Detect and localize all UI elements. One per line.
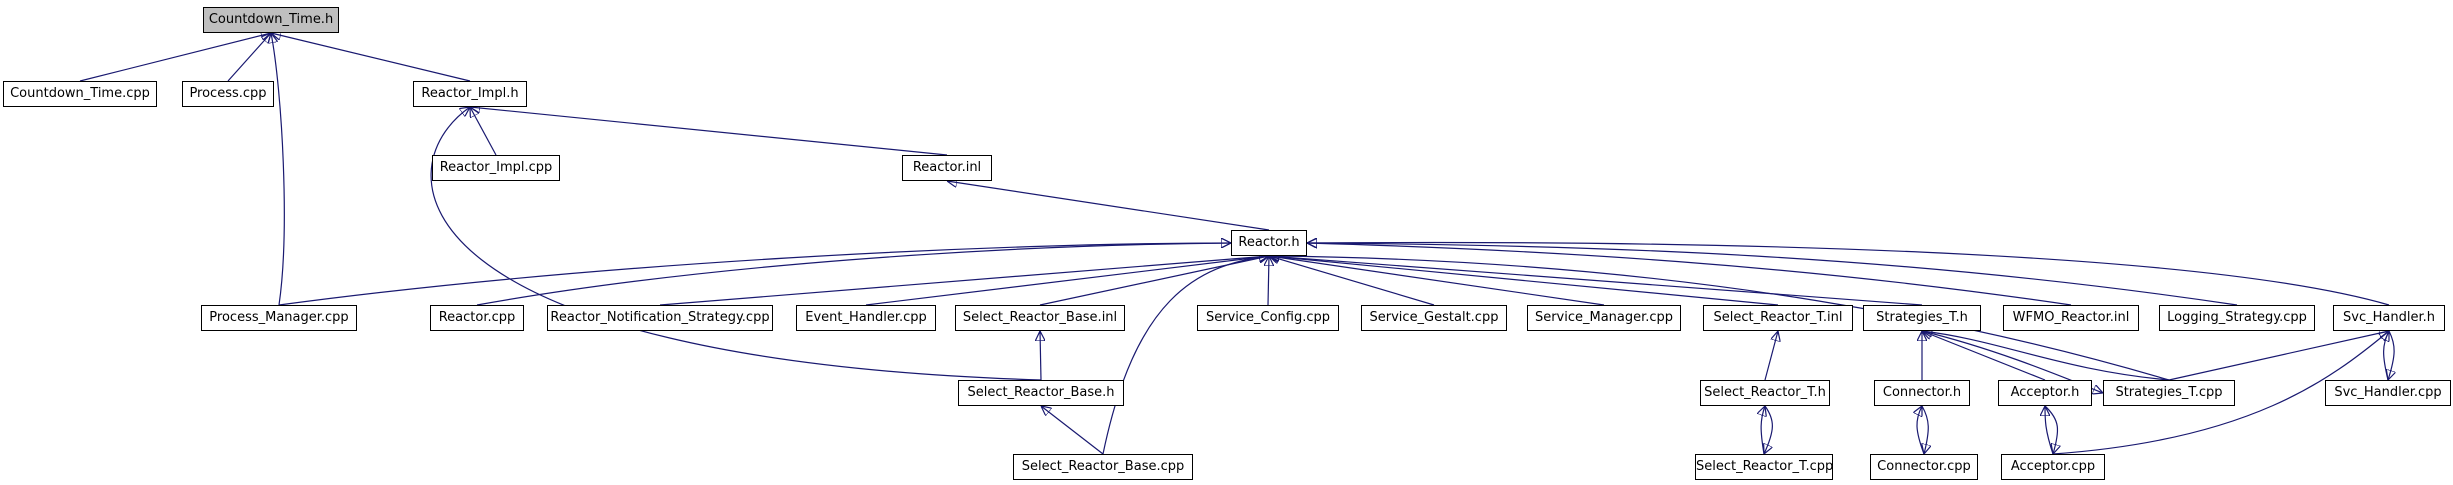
edge-select-reactor-t-cpp-to-select-reactor-t-h: [1761, 406, 1765, 455]
node-select-reactor-t-h[interactable]: Select_Reactor_T.h: [1700, 380, 1830, 406]
node-countdown-time-h[interactable]: Countdown_Time.h: [203, 7, 339, 33]
edge-reactor-inl-to-reactor-impl-h: [470, 107, 948, 156]
edge-process-cpp-to-countdown-time-h: [227, 33, 271, 82]
node-service-gestalt-cpp[interactable]: Service_Gestalt.cpp: [1361, 305, 1507, 331]
node-connector-h[interactable]: Connector.h: [1874, 380, 1970, 406]
edge-select-reactor-base-inl-to-reactor-h: [1039, 256, 1269, 306]
edge-wfmo-reactor-inl-to-reactor-h: [1307, 243, 2072, 306]
node-reactor-inl[interactable]: Reactor.inl: [902, 155, 992, 181]
node-acceptor-h[interactable]: Acceptor.h: [1998, 380, 2092, 406]
edge-acceptor-h-to-strategies-t-h: [1922, 331, 2046, 381]
node-select-reactor-base-cpp[interactable]: Select_Reactor_Base.cpp: [1013, 454, 1193, 480]
edge-process-manager-cpp-to-countdown-time-h: [271, 33, 285, 306]
edge-reactor-impl-h-to-countdown-time-h: [271, 33, 471, 82]
node-strategies-t-h[interactable]: Strategies_T.h: [1863, 305, 1981, 331]
edge-svc-handler-cpp-to-svc-handler-h: [2384, 331, 2389, 381]
node-svc-handler-cpp[interactable]: Svc_Handler.cpp: [2325, 380, 2451, 406]
node-select-reactor-base-h[interactable]: Select_Reactor_Base.h: [958, 380, 1124, 406]
edge-countdown-time-cpp-to-countdown-time-h: [79, 33, 271, 82]
edge-service-manager-cpp-to-reactor-h: [1269, 256, 1605, 306]
node-reactor-notification-strategy-cpp[interactable]: Reactor_Notification_Strategy.cpp: [547, 305, 773, 331]
edge-process-manager-cpp-to-reactor-h: [278, 243, 1231, 306]
edge-select-reactor-t-h-to-select-reactor-t-cpp: [1764, 405, 1773, 454]
node-service-config-cpp[interactable]: Service_Config.cpp: [1197, 305, 1339, 331]
node-process-manager-cpp[interactable]: Process_Manager.cpp: [201, 305, 357, 331]
edge-connector-cpp-to-connector-h: [1917, 406, 1925, 455]
edge-service-gestalt-cpp-to-reactor-h: [1269, 256, 1435, 306]
edge-select-reactor-base-cpp-to-select-reactor-base-h: [1041, 406, 1104, 455]
edge-strategies-t-cpp-to-reactor-h: [1269, 256, 2170, 381]
edge-select-reactor-t-inl-to-reactor-h: [1269, 256, 1779, 306]
node-select-reactor-t-cpp[interactable]: Select_Reactor_T.cpp: [1695, 454, 1833, 480]
edge-strategies-t-h-to-reactor-h: [1269, 256, 1923, 306]
node-select-reactor-t-inl[interactable]: Select_Reactor_T.inl: [1703, 305, 1853, 331]
node-select-reactor-base-inl[interactable]: Select_Reactor_Base.inl: [955, 305, 1125, 331]
edge-reactor-cpp-to-reactor-h: [476, 243, 1231, 306]
edge-strategies-t-cpp-to-strategies-t-h: [1922, 331, 2170, 381]
node-wfmo-reactor-inl[interactable]: WFMO_Reactor.inl: [2003, 305, 2139, 331]
node-reactor-impl-cpp[interactable]: Reactor_Impl.cpp: [432, 155, 560, 181]
edge-event-handler-cpp-to-reactor-h: [865, 256, 1269, 306]
edge-acceptor-h-to-acceptor-cpp: [2044, 405, 2058, 454]
edge-connector-h-to-connector-cpp: [1922, 405, 1928, 454]
edge-strategies-t-cpp-to-svc-handler-h: [2168, 331, 2389, 381]
node-service-manager-cpp[interactable]: Service_Manager.cpp: [1527, 305, 1681, 331]
edge-reactor-notification-strategy-cpp-to-reactor-h: [659, 256, 1269, 306]
node-countdown-time-cpp[interactable]: Countdown_Time.cpp: [3, 81, 157, 107]
node-connector-cpp[interactable]: Connector.cpp: [1870, 454, 1978, 480]
edge-reactor-h-to-reactor-inl: [947, 181, 1270, 231]
node-logging-strategy-cpp[interactable]: Logging_Strategy.cpp: [2159, 305, 2315, 331]
edge-reactor-impl-cpp-to-reactor-impl-h: [470, 107, 497, 156]
edge-select-reactor-base-h-to-select-reactor-base-inl: [1040, 331, 1041, 381]
edge-select-reactor-base-h-to-reactor-impl-h: [430, 107, 1042, 381]
edge-service-config-cpp-to-reactor-h: [1268, 256, 1269, 306]
edge-logging-strategy-cpp-to-reactor-h: [1307, 243, 2238, 306]
edge-svc-handler-h-to-reactor-h: [1307, 243, 2390, 306]
node-strategies-t-cpp[interactable]: Strategies_T.cpp: [2103, 380, 2235, 406]
node-svc-handler-h[interactable]: Svc_Handler.h: [2333, 305, 2445, 331]
node-reactor-h[interactable]: Reactor.h: [1231, 230, 1307, 256]
node-reactor-impl-h[interactable]: Reactor_Impl.h: [413, 81, 527, 107]
edge-svc-handler-h-to-svc-handler-cpp: [2388, 330, 2394, 380]
edge-acceptor-cpp-to-svc-handler-h: [2052, 331, 2389, 455]
node-acceptor-cpp[interactable]: Acceptor.cpp: [2001, 454, 2105, 480]
node-reactor-cpp[interactable]: Reactor.cpp: [430, 305, 524, 331]
edge-select-reactor-t-h-to-select-reactor-t-inl: [1764, 331, 1778, 381]
node-event-handler-cpp[interactable]: Event_Handler.cpp: [796, 305, 936, 331]
node-process-cpp[interactable]: Process.cpp: [182, 81, 274, 107]
